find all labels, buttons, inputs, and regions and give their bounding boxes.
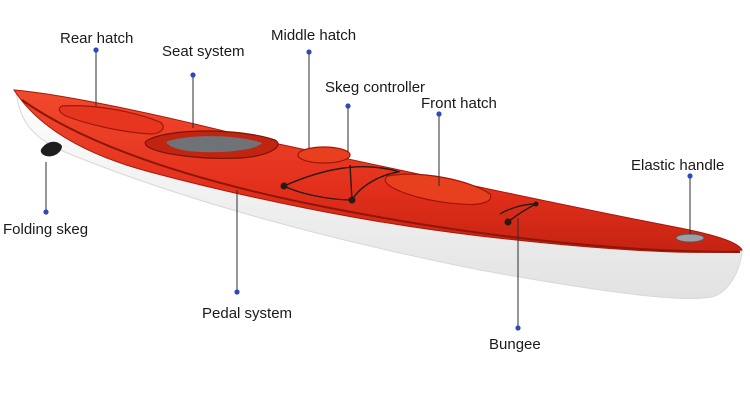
kayak-seam [21, 99, 741, 253]
dot-bungee [515, 325, 521, 331]
label-seat-system: Seat system [162, 43, 245, 60]
dot-pedal-system [234, 289, 240, 295]
label-bungee: Bungee [489, 336, 541, 353]
label-rear-hatch: Rear hatch [60, 30, 134, 47]
label-front-hatch: Front hatch [421, 95, 497, 112]
dot-elastic-handle [687, 173, 693, 179]
dot-folding-skeg [43, 209, 49, 215]
rear-hatch-cover [58, 105, 164, 135]
dot-seat-system [190, 72, 196, 78]
bungee-anchors [280, 182, 539, 226]
bungee-cords [283, 164, 537, 223]
label-skeg-controller: Skeg controller [325, 79, 426, 96]
seat-interior [166, 136, 262, 153]
leader-dots [43, 47, 693, 331]
label-pedal-system: Pedal system [202, 305, 293, 322]
label-middle-hatch: Middle hatch [271, 27, 357, 44]
dot-front-hatch [436, 111, 442, 117]
dot-middle-hatch [306, 49, 312, 55]
dot-rear-hatch [93, 47, 99, 53]
label-folding-skeg: Folding skeg [3, 221, 89, 238]
dot-skeg-controller [345, 103, 351, 109]
label-elastic-handle: Elastic handle [631, 157, 725, 174]
elastic-handle-shape [675, 233, 705, 243]
front-hatch-cover [384, 173, 492, 206]
folding-skeg-shape [40, 141, 62, 157]
leader-lines [45, 50, 691, 328]
middle-hatch-cover [297, 146, 351, 164]
